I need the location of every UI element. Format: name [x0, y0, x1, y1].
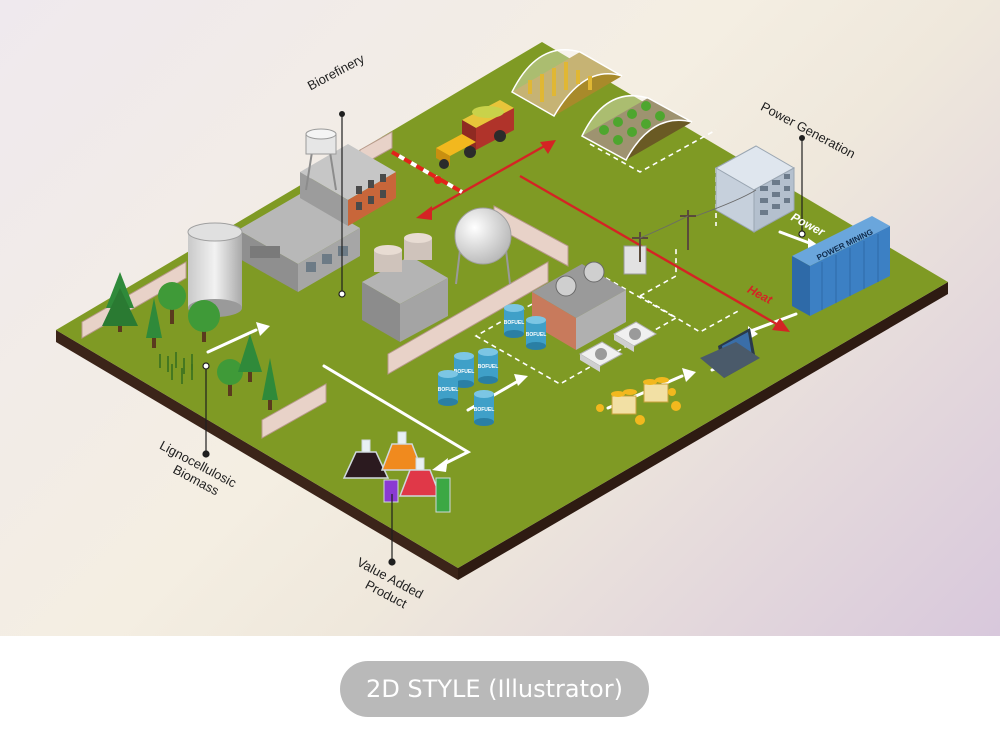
illustration-panel: BOFUEL BOFUEL BOFUEL BOFUEL BOFUEL BOFUE… [0, 0, 1000, 636]
drum-label: BOFUEL [438, 387, 459, 393]
biorefinery-scene: BOFUEL BOFUEL BOFUEL BOFUEL BOFUEL BOFUE… [0, 0, 1000, 636]
drum-label: BOFUEL [474, 407, 495, 413]
drum-label: BOFUEL [478, 364, 499, 370]
style-badge: 2D STYLE (Illustrator) [340, 661, 649, 717]
drum-label: BOFUEL [526, 332, 547, 338]
biofuel-drum: BOFUEL [438, 370, 459, 406]
biofuel-drum: BOFUEL [478, 348, 499, 384]
biofuel-drum: BOFUEL [474, 390, 495, 426]
drum-label: BOFUEL [504, 320, 525, 326]
label-biorefinery: Biorefinery [305, 51, 367, 94]
biofuel-drum: BOFUEL [526, 316, 547, 350]
biofuel-drum: BOFUEL [504, 304, 525, 338]
label-power-generation: Power Generation [758, 99, 858, 161]
